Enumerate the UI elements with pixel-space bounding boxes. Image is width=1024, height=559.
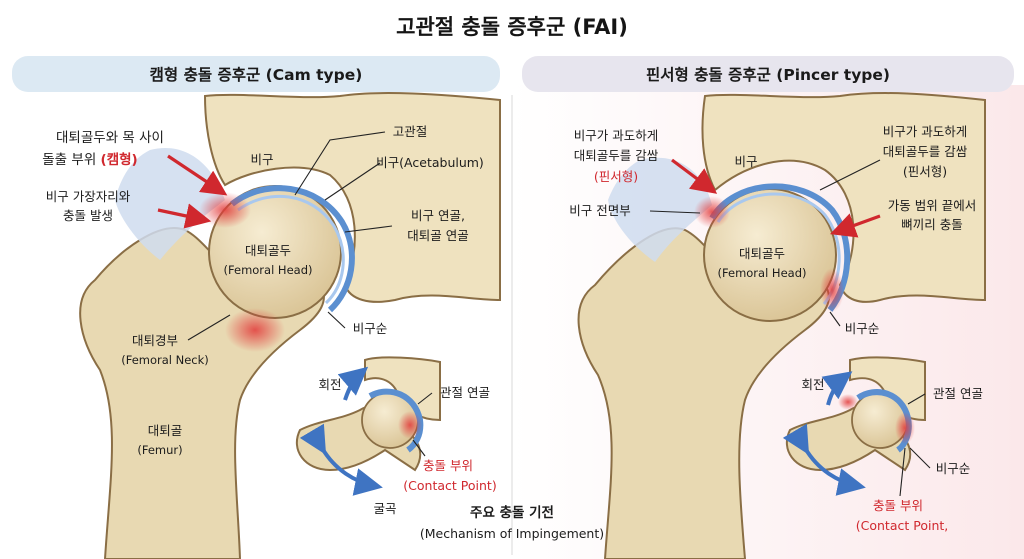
pincer-inset-red-2 xyxy=(838,394,858,410)
cam-neck-ko: 대퇴경부 xyxy=(132,333,178,348)
cam-inset-red xyxy=(398,411,422,439)
cam-header-box xyxy=(12,56,500,92)
cam-rotation-arrow xyxy=(337,366,369,401)
cam-header: 캠형 충돌 증후군 (Cam type) xyxy=(150,65,363,84)
cam-head-en: (Femoral Head) xyxy=(224,263,313,277)
page-title: 고관절 충돌 증후군 (FAI) xyxy=(396,15,628,39)
pincer-posterior-red xyxy=(820,268,844,312)
pincer-left-3: (핀서형) xyxy=(594,169,638,184)
cam-pelvis xyxy=(203,92,501,303)
pincer-right-3: (핀서형) xyxy=(903,164,947,179)
pincer-rom-2: 뼈끼리 충돌 xyxy=(901,217,962,232)
pincer-ligament xyxy=(608,157,712,262)
pincer-labrum: 비구순 xyxy=(845,321,880,336)
cam-neck-en: (Femoral Neck) xyxy=(121,353,209,367)
cam-joint-cartilage-leader xyxy=(417,392,433,405)
cam-contact-en: (Contact Point) xyxy=(403,478,496,493)
pincer-right-leader xyxy=(819,159,881,191)
cam-neck-leader xyxy=(187,314,231,341)
cam-inset xyxy=(295,356,441,472)
mechanism-ko: 주요 충돌 기전 xyxy=(470,504,554,521)
cam-flexion-arrow xyxy=(299,423,383,496)
cam-acetabulum-ko: 비구 xyxy=(250,152,273,167)
pincer-left-1: 비구가 과도하게 xyxy=(574,128,658,143)
cam-rotation: 회전 xyxy=(318,377,341,392)
pincer-contact-leader xyxy=(899,447,906,497)
cam-rim-arrow xyxy=(157,203,212,229)
cam-labrum-leader xyxy=(327,311,346,329)
pincer-anterior-red xyxy=(694,196,730,228)
cam-contact-ko: 충돌 부위 xyxy=(423,458,473,473)
cam-bump-label-2a: 돌출 부위 xyxy=(42,152,100,168)
pincer-pelvis xyxy=(701,92,986,303)
pincer-inset-red xyxy=(895,412,915,444)
pincer-labrum-2: 비구순 xyxy=(936,461,971,476)
pincer-labrum-2-leader xyxy=(909,447,931,469)
cam-rim-label-2: 충돌 발생 xyxy=(63,208,113,223)
pincer-rotation: 회전 xyxy=(801,377,824,392)
cam-head-ko: 대퇴골두 xyxy=(245,243,291,258)
cam-cartilage-inner xyxy=(237,194,345,305)
pincer-cartilage xyxy=(709,183,851,312)
svg-text:돌출 부위 (캠형): 돌출 부위 (캠형) xyxy=(42,151,137,168)
pincer-flexion-arrow xyxy=(782,423,866,496)
cam-flexion: 굴곡 xyxy=(373,501,396,516)
cam-cartilage-label-1: 비구 연골, xyxy=(411,208,465,223)
pincer-joint-cartilage-leader xyxy=(907,393,926,405)
cam-joint-cartilage: 관절 연골 xyxy=(440,385,490,400)
cam-cartilage-leader xyxy=(344,225,393,233)
pincer-left-2: 대퇴골두를 감쌈 xyxy=(574,148,659,163)
pincer-head-en: (Femoral Head) xyxy=(718,266,807,280)
pincer-header-box xyxy=(522,56,1014,92)
pincer-rom-arrow xyxy=(829,213,881,238)
cam-acetabulum-leader xyxy=(324,162,381,201)
cam-acetabulum-full: 비구(Acetabulum) xyxy=(376,155,484,170)
pincer-right-2: 대퇴골두를 감쌈 xyxy=(883,144,968,159)
cam-rim-label-1: 비구 가장자리와 xyxy=(46,189,131,204)
pincer-rom-1: 가동 범위 끝에서 xyxy=(888,198,976,213)
pincer-anterior-leader xyxy=(649,210,701,214)
pincer-joint-cartilage: 관절 연골 xyxy=(933,386,983,401)
mechanism-en: (Mechanism of Impingement) xyxy=(420,526,604,541)
cam-hip-joint-leader xyxy=(294,131,386,196)
cam-bump-arrow xyxy=(167,154,228,196)
pincer-anterior-wall: 비구 전면부 xyxy=(569,203,630,218)
cam-neck-red xyxy=(225,308,285,352)
cam-cartilage xyxy=(230,185,355,313)
pincer-acetabulum-ko: 비구 xyxy=(734,154,757,169)
cam-hip-joint: 고관절 xyxy=(393,124,428,139)
cam-cartilage-label-2: 대퇴골 연골 xyxy=(407,228,468,243)
cam-labrum: 비구순 xyxy=(353,321,388,336)
cam-contact-leader xyxy=(412,439,426,457)
pincer-left-arrow xyxy=(671,158,718,194)
cam-bump-label-2b: (캠형) xyxy=(101,151,138,168)
pincer-head-ko: 대퇴골두 xyxy=(739,246,785,261)
pincer-contact-ko: 충돌 부위 xyxy=(873,498,923,513)
pincer-header: 핀서형 충돌 증후군 (Pincer type) xyxy=(646,65,890,84)
pincer-right-1: 비구가 과도하게 xyxy=(883,124,967,139)
pincer-anatomy xyxy=(577,92,986,559)
pincer-labrum-leader xyxy=(829,311,841,327)
cam-bump-label-1: 대퇴골두와 목 사이 xyxy=(56,130,164,146)
cam-femur-ko: 대퇴골 xyxy=(148,423,183,438)
cam-bump-red xyxy=(199,192,251,228)
cam-femur-en: (Femur) xyxy=(137,443,182,457)
pincer-rotation-arrow xyxy=(821,371,853,406)
pincer-contact-en: (Contact Point, xyxy=(856,518,949,533)
